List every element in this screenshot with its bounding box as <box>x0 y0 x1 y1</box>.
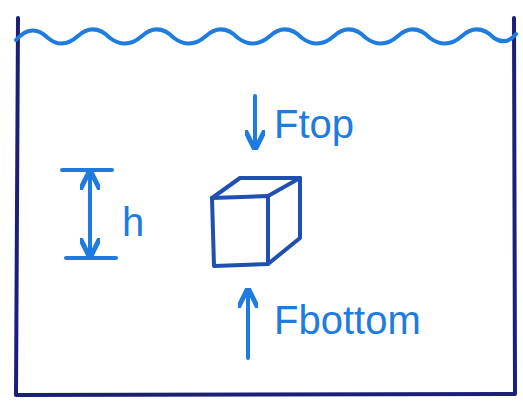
water-surface <box>16 29 516 43</box>
dimension-label: h <box>122 202 144 242</box>
container <box>16 18 515 395</box>
force-label: Fbottom <box>274 300 421 340</box>
force-label: Ftop <box>274 104 354 144</box>
force-arrow-up <box>246 292 250 358</box>
force-arrow-down <box>253 96 257 146</box>
dimension-bracket <box>62 170 116 258</box>
cube <box>212 178 300 266</box>
